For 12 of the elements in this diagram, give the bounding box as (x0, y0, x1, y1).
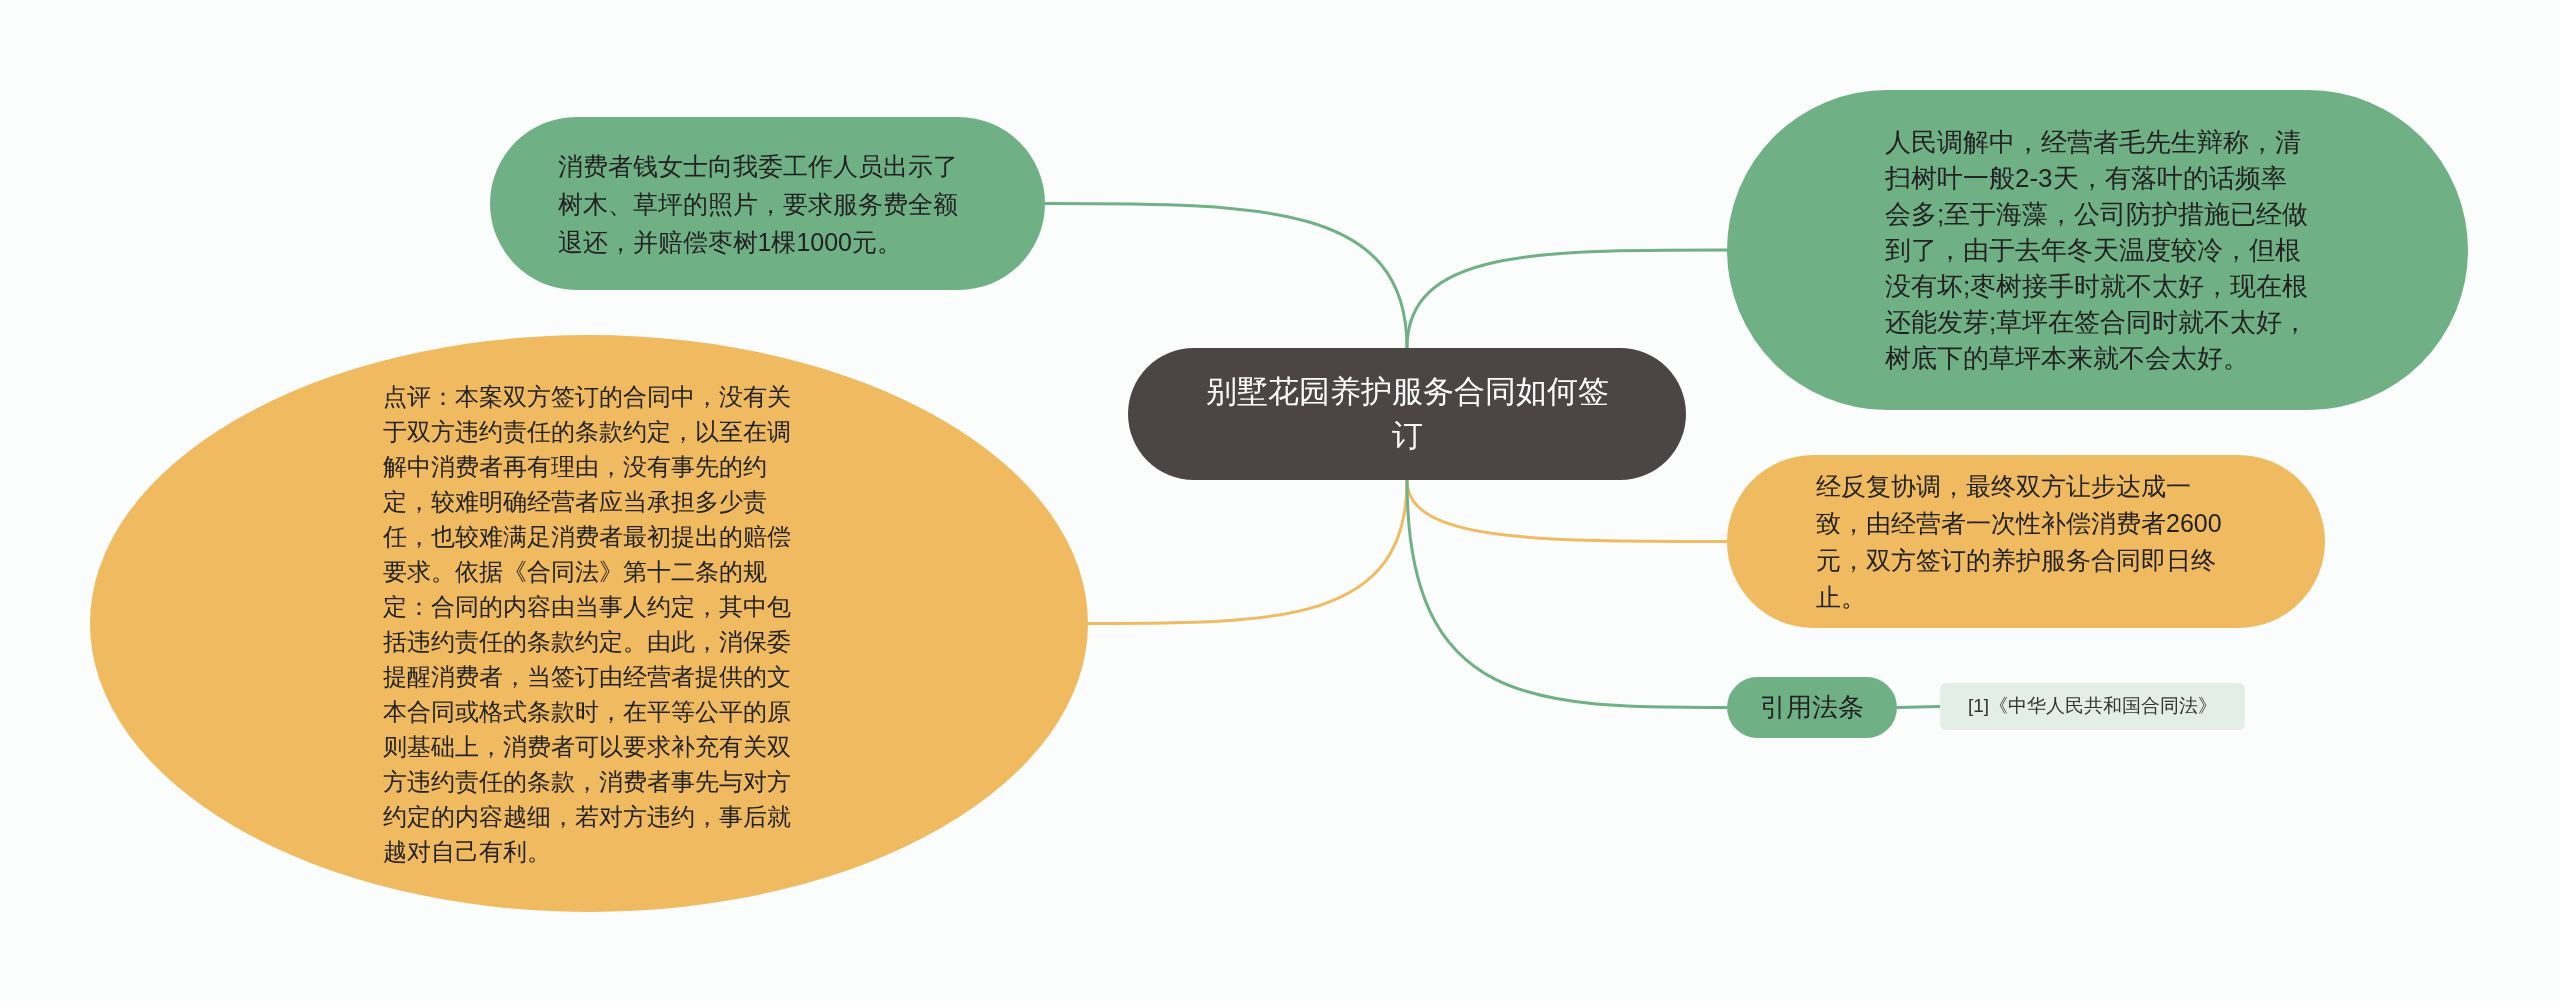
connector-line (1045, 202, 1409, 349)
topic-bubble: 消费者钱女士向我委工作人员出示了树木、草坪的照片，要求服务费全额退还，并赔偿枣树1棵1000元。 (490, 117, 1045, 290)
connector-line (1405, 479, 1727, 709)
central-topic: 别墅花园养护服务合同如何签订 (1128, 348, 1686, 480)
connector-line (1088, 479, 1409, 625)
topic-bubble: 点评：本案双方签订的合同中，没有关于双方违约责任的条款约定，以至在调解中消费者再有理由，没有事先的约定，较难明确经营者应当承担多少责任，也较难满足消费者最初提出的赔偿要求。依据《合同法》第十二条的规定：合同的内容由当事人约定，其中包括违约责任的条款约定。由此，消保委提醒消费者，当签订由经营者提供的文本合同或格式条款时，在平等公平的原则基础上，消费者可以要求补充有关双方违约责任的条款，消费者事先与对方约定的内容越细，若对方违约，事后就越对自己有利。 (90, 335, 1088, 912)
topic-bubble: 人民调解中，经营者毛先生辩称，清扫树叶一般2-3天，有落叶的话频率会多;至于海藻，公司防护措施已经做到了，由于去年冬天温度较冷，但根没有坏;枣树接手时就不太好，现在根还能发芽;草坪在签合同时就不太好，树底下的草坪本来就不会太好。 (1727, 90, 2468, 410)
topic-bubble: 引用法条 (1727, 677, 1897, 738)
connector-line (1405, 248, 1727, 349)
connector-line (1896, 705, 1941, 709)
citation-label: [1]《中华人民共和国合同法》 (1940, 683, 2245, 730)
topic-bubble: 经反复协调，最终双方让步达成一致，由经营者一次性补偿消费者2600元，双方签订的养护服务合同即日终止。 (1727, 455, 2325, 628)
